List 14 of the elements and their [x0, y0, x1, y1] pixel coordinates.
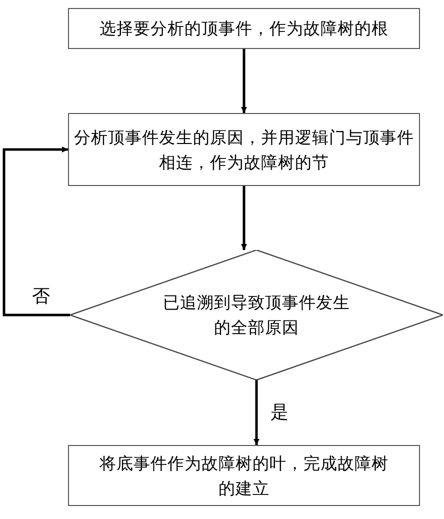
step-text: 选择要分析的顶事件，作为故障树的根	[100, 18, 388, 40]
arrow	[2, 146, 70, 316]
process-box	[68, 8, 420, 49]
decision-diamond	[70, 250, 443, 380]
step-text: 分析顶事件发生的原因，并用逻辑门与顶事件相连，作为故障树的节	[74, 126, 414, 174]
step-text: 已追溯到导致顶事件发生的全部原因	[162, 292, 351, 339]
process-box	[68, 445, 420, 506]
arrow	[241, 186, 247, 250]
arrow	[241, 49, 247, 113]
edge-label: 是	[268, 402, 290, 422]
process-box	[68, 113, 420, 186]
arrow	[254, 380, 260, 445]
edge-label: 否	[30, 287, 52, 307]
step-text: 将底事件作为故障树的叶，完成故障树的建立	[98, 452, 390, 500]
